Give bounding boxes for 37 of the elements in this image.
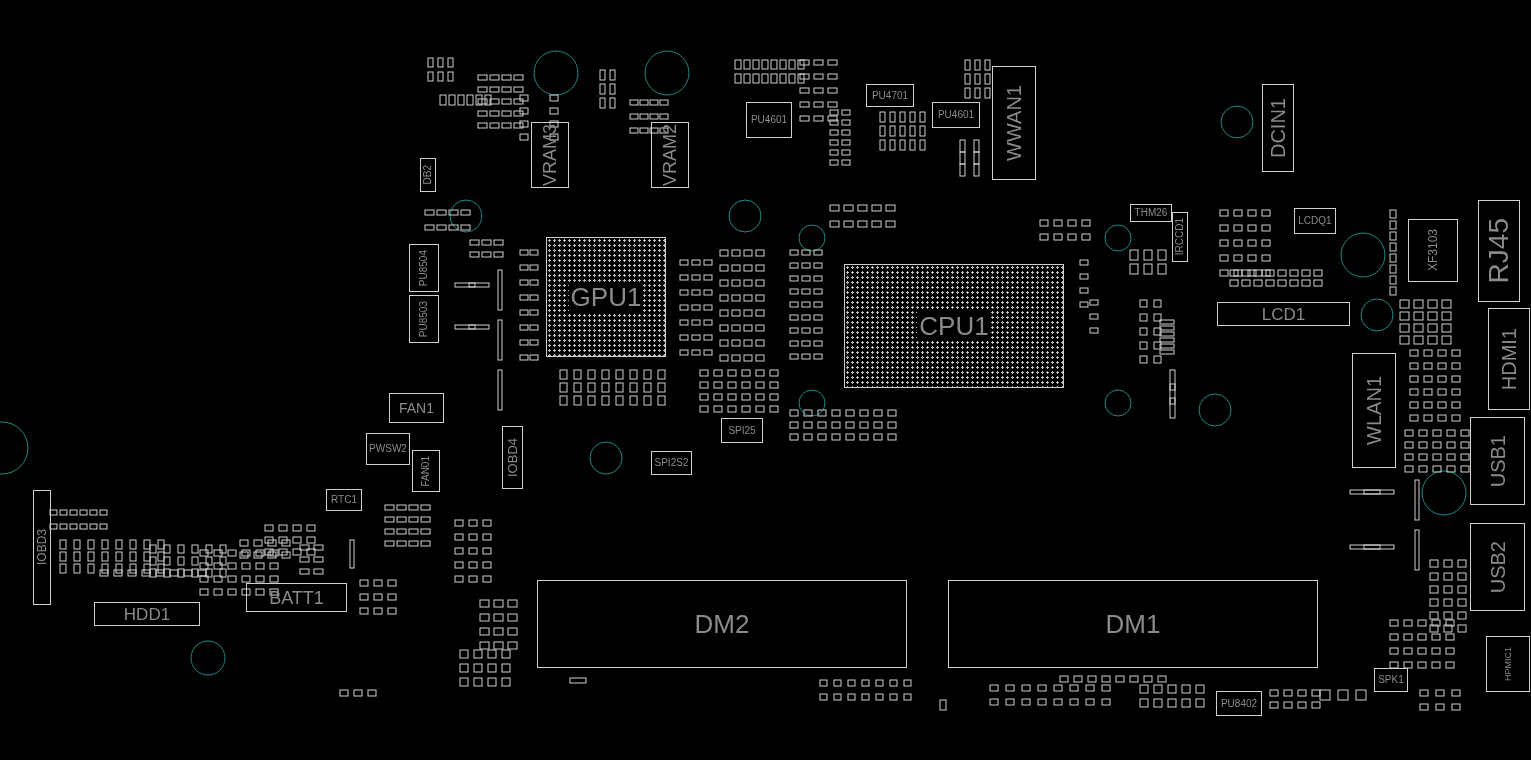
chip-footprint: PU4601 bbox=[746, 102, 792, 138]
connector-footprint: WWAN1 bbox=[992, 66, 1036, 180]
chip-footprint: PU4601 bbox=[932, 102, 980, 128]
connector-footprint: SPK1 bbox=[1374, 668, 1408, 692]
memory-slot-footprint: DM1 bbox=[948, 580, 1318, 668]
processor-footprint: CPU1 bbox=[844, 264, 1064, 388]
connector-footprint: DCIN1 bbox=[1262, 84, 1294, 172]
chip-footprint: SPI25 bbox=[721, 418, 763, 443]
connector-footprint: WLAN1 bbox=[1352, 353, 1396, 468]
chip-footprint: PU8503 bbox=[409, 295, 439, 343]
memory-chip-footprint: VRAM3 bbox=[531, 122, 569, 188]
connector-footprint: USB2 bbox=[1470, 523, 1525, 611]
connector-footprint: USB1 bbox=[1470, 417, 1525, 505]
memory-chip-footprint: VRAM2 bbox=[651, 122, 689, 188]
connector-footprint: IOBD3 bbox=[33, 490, 51, 605]
connector-footprint: LCD1 bbox=[1217, 302, 1350, 326]
processor-footprint: GPU1 bbox=[546, 237, 666, 357]
chip-footprint: THM26 bbox=[1130, 204, 1172, 222]
connector-footprint: HDD1 bbox=[94, 602, 200, 626]
connector-footprint: BATT1 bbox=[246, 583, 347, 612]
connector-footprint: IOBD4 bbox=[502, 426, 523, 489]
connector-footprint: HDMI1 bbox=[1488, 308, 1530, 410]
chip-footprint: PU4701 bbox=[866, 84, 914, 107]
chip-footprint: PU8504 bbox=[409, 244, 439, 292]
connector-footprint: HPMIC1 bbox=[1486, 636, 1530, 692]
chip-footprint: SPI2S2 bbox=[651, 451, 692, 475]
memory-slot-footprint: DM2 bbox=[537, 580, 907, 668]
chip-footprint: LCDQ1 bbox=[1294, 208, 1336, 234]
chip-footprint: DB2 bbox=[420, 158, 436, 192]
chip-footprint: PWSW2 bbox=[366, 433, 410, 465]
connector-footprint: FAN1 bbox=[389, 393, 444, 423]
chip-footprint: RTC1 bbox=[326, 489, 362, 511]
chip-footprint: PU8402 bbox=[1216, 691, 1262, 716]
chip-footprint: FAN01 bbox=[412, 450, 440, 492]
connector-footprint: RJ45 bbox=[1478, 200, 1520, 302]
chip-footprint: IRCCD1 bbox=[1172, 212, 1188, 262]
chip-footprint: XF3103 bbox=[1408, 219, 1458, 282]
